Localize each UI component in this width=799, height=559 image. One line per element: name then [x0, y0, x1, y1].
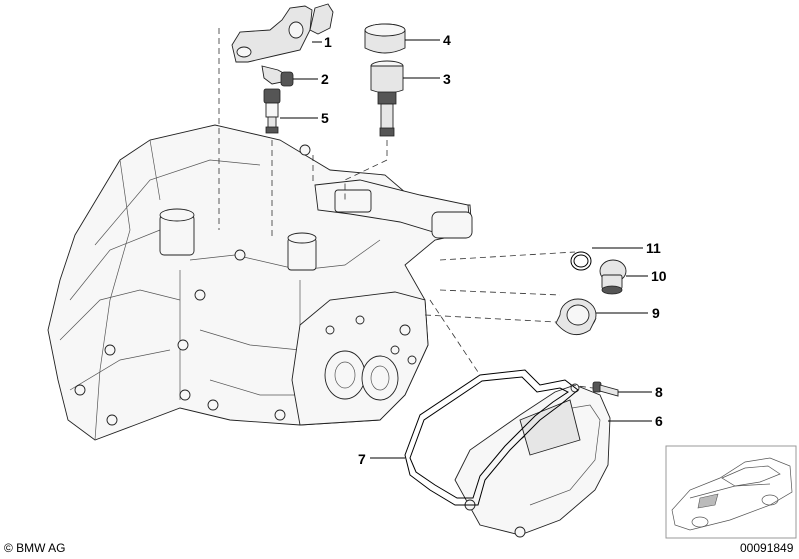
- vehicle-thumbnail: [665, 445, 797, 539]
- callout-10: 10: [651, 268, 667, 284]
- callout-4: 4: [443, 32, 451, 48]
- cover-part-6: [454, 383, 611, 538]
- bracket-part-1: [231, 3, 334, 63]
- callout-5: 5: [321, 110, 329, 126]
- callout-11: 11: [646, 240, 661, 256]
- assembly-dashed-lines: [218, 28, 594, 389]
- seal-part-9: [555, 298, 597, 336]
- bolt-part-8: [592, 381, 619, 397]
- callout-7: 7: [358, 451, 366, 467]
- image-number: 00091849: [740, 541, 794, 555]
- cap-part-4: [364, 23, 406, 54]
- callouts: 1 2 3 4 5 6 7 8 9 10 11: [321, 32, 667, 467]
- callout-1: 1: [324, 34, 332, 50]
- gasket-part-7: [404, 369, 579, 506]
- callout-3: 3: [443, 71, 451, 87]
- copyright-text: © BMW AG: [4, 541, 66, 555]
- sensor-part-5: [263, 88, 281, 134]
- callout-6: 6: [655, 413, 663, 429]
- o-ring-part-11: [570, 251, 592, 271]
- gearbox-housing: [47, 124, 473, 441]
- sleeve-part-3: [370, 60, 404, 137]
- leader-lines: [280, 39, 652, 459]
- bolt-part-2: [261, 65, 294, 87]
- callout-2: 2: [321, 71, 329, 87]
- callout-8: 8: [655, 384, 663, 400]
- plug-part-10: [599, 259, 627, 295]
- callout-9: 9: [652, 305, 660, 321]
